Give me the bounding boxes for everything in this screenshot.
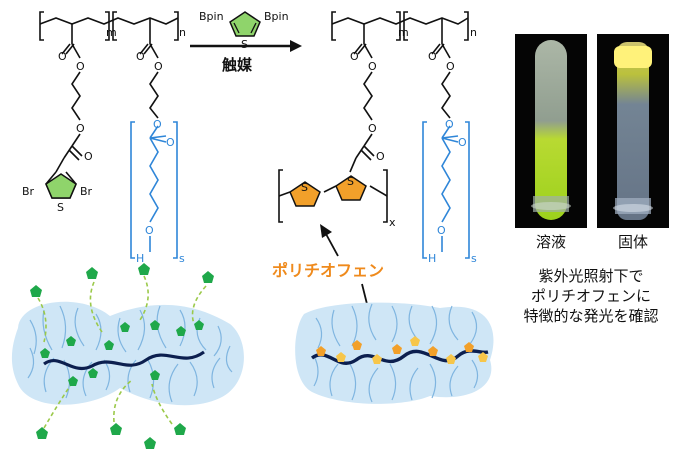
blue-o-carbonyl-left: O bbox=[166, 136, 175, 149]
right-micelle-chains bbox=[313, 303, 479, 403]
r-ester-o-3: O bbox=[446, 60, 455, 73]
right-micelle bbox=[295, 302, 494, 404]
reagent-s: S bbox=[241, 38, 248, 51]
photo-solid bbox=[597, 34, 669, 228]
solid-tube bbox=[617, 42, 649, 220]
sub-m-left: m bbox=[106, 26, 117, 39]
bpin-right: Bpin bbox=[264, 10, 289, 23]
left-micelle-arrows bbox=[37, 275, 207, 429]
caption-line-2: ポリチオフェンに bbox=[530, 287, 651, 305]
r-carbonyl-o-1: O bbox=[350, 50, 359, 63]
right-polymer-blue-chain bbox=[422, 121, 470, 259]
photo-caption: 紫外光照射下で ポリチオフェンに 特徴的な発光を確認 bbox=[505, 266, 677, 326]
sub-m-right: m bbox=[398, 26, 409, 39]
ring-s2-right: S bbox=[347, 175, 354, 188]
right-backbone bbox=[310, 349, 489, 365]
polythiophene-label: ポリチオフェン bbox=[272, 261, 384, 280]
ester-o-3: O bbox=[154, 60, 163, 73]
sub-x-right: x bbox=[389, 216, 396, 229]
blue-o-bottom-right: O bbox=[437, 224, 446, 237]
sub-n-left: n bbox=[179, 26, 186, 39]
ring-s1-right: S bbox=[301, 181, 308, 194]
blue-o-top-left: O bbox=[153, 118, 162, 131]
caption-line-3: 特徴的な発光を確認 bbox=[523, 307, 659, 325]
carbonyl-o-3: O bbox=[136, 50, 145, 63]
left-polymer-blue-labels: O O O H s bbox=[136, 118, 185, 265]
carbonyl-o-1: O bbox=[58, 50, 67, 63]
blue-h-left: H bbox=[136, 252, 144, 265]
right-thiophene-ring-1 bbox=[289, 181, 321, 207]
br-left: Br bbox=[22, 185, 35, 198]
r-ester-o-2: O bbox=[368, 122, 377, 135]
right-micelle-orange-pentagons bbox=[316, 336, 488, 364]
photo-solution bbox=[515, 34, 587, 228]
sub-s-left: s bbox=[179, 252, 185, 265]
blue-o-bottom-left: O bbox=[145, 224, 154, 237]
left-polymer-labels: m n O O O O O O Br Br S bbox=[22, 26, 186, 214]
left-backbone bbox=[43, 350, 205, 370]
ester-o-2: O bbox=[76, 122, 85, 135]
r-ester-o-1: O bbox=[368, 60, 377, 73]
solution-label: 溶液 bbox=[535, 233, 566, 251]
left-polymer-blue-chain bbox=[130, 121, 178, 259]
left-polymer-structure bbox=[39, 11, 179, 199]
solid-label: 固体 bbox=[617, 233, 648, 251]
left-thiophene-ring bbox=[45, 173, 77, 199]
blue-o-top-right: O bbox=[445, 118, 454, 131]
catalyst-label: 触媒 bbox=[222, 56, 253, 74]
polythiophene-pointer-up bbox=[320, 224, 339, 257]
reaction-arrow bbox=[190, 40, 302, 52]
reagent-structure: Bpin Bpin S bbox=[199, 10, 289, 51]
right-thiophene-ring-2 bbox=[335, 175, 367, 201]
blue-h-right: H bbox=[428, 252, 436, 265]
r-carbonyl-o-2: O bbox=[376, 150, 385, 163]
ester-o-1: O bbox=[76, 60, 85, 73]
left-micelle-pentagons bbox=[30, 263, 214, 449]
blue-o-carbonyl-right: O bbox=[458, 136, 467, 149]
sub-s-right: s bbox=[471, 252, 477, 265]
carbonyl-o-2: O bbox=[84, 150, 93, 163]
caption-line-1: 紫外光照射下で bbox=[538, 267, 644, 285]
ring-s-left: S bbox=[57, 201, 64, 214]
solution-tube bbox=[535, 40, 567, 220]
sub-n-right: n bbox=[470, 26, 477, 39]
left-micelle bbox=[11, 263, 244, 449]
br-right: Br bbox=[80, 185, 93, 198]
bpin-left: Bpin bbox=[199, 10, 224, 23]
left-micelle-chains bbox=[27, 305, 233, 403]
right-polymer-labels: m n O O O O O O S S x bbox=[301, 26, 477, 229]
r-carbonyl-o-3: O bbox=[428, 50, 437, 63]
right-polymer-blue-labels: O O O H s bbox=[428, 118, 477, 265]
right-polymer-structure bbox=[278, 11, 469, 223]
